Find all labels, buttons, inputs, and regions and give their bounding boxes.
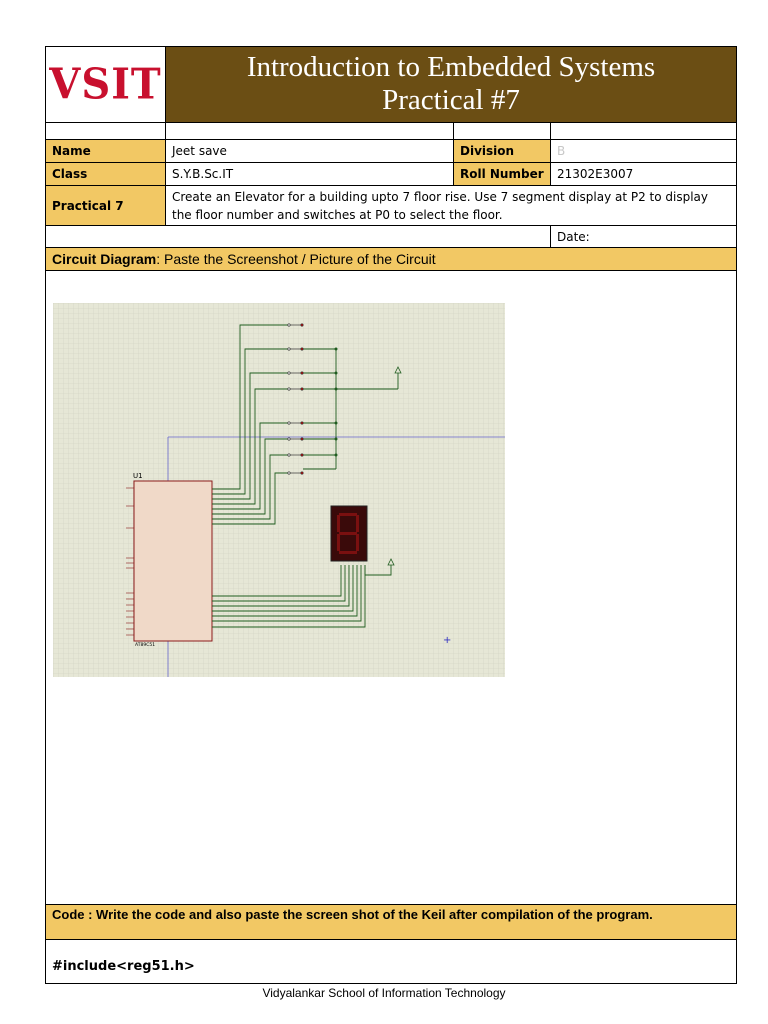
name-value: Jeet save [166,140,454,162]
code-first-line: #include<reg51.h> [52,959,195,974]
name-row: Name Jeet save Division B [46,139,736,162]
roll-label: Roll Number [454,163,551,185]
chip-ref: U1 [133,472,143,480]
class-label: Class [46,163,166,185]
practical-sheet: VSIT Introduction to Embedded Systems Pr… [45,46,737,984]
practical-label: Practical 7 [46,186,166,225]
circuit-heading: Circuit Diagram: Paste the Screenshot / … [46,247,736,271]
header: VSIT Introduction to Embedded Systems Pr… [46,47,736,122]
logo-cell: VSIT [46,47,166,122]
title-line-2: Practical #7 [382,84,520,116]
title-block: Introduction to Embedded Systems Practic… [166,47,736,122]
class-value: S.Y.B.Sc.IT [166,163,454,185]
name-label: Name [46,140,166,162]
division-label: Division [454,140,551,162]
chip-name: AT89C51 [135,642,155,648]
footer: Vidyalankar School of Information Techno… [262,986,506,1000]
vsit-logo: VSIT [49,59,162,110]
division-value: B [557,144,566,158]
spacer-row [46,122,736,139]
circuit-heading-bold: Circuit Diagram [52,251,157,267]
code-heading: Code : Write the code and also paste the… [46,904,736,940]
circuit-diagram: + U1 AT89C51 [53,303,505,677]
practical-row: Practical 7 Create an Elevator for a bui… [46,185,736,225]
circuit-heading-text: : Paste the Screenshot / Picture of the … [156,251,436,267]
practical-aim: Create an Elevator for a building upto 7… [172,189,709,222]
svg-text:+: + [443,635,451,646]
title-line-1: Introduction to Embedded Systems [246,51,656,83]
date-row: Date: [46,225,736,247]
roll-value: 21302E3007 [557,167,634,181]
date-label: Date: [557,229,590,244]
class-row: Class S.Y.B.Sc.IT Roll Number 21302E3007 [46,162,736,185]
